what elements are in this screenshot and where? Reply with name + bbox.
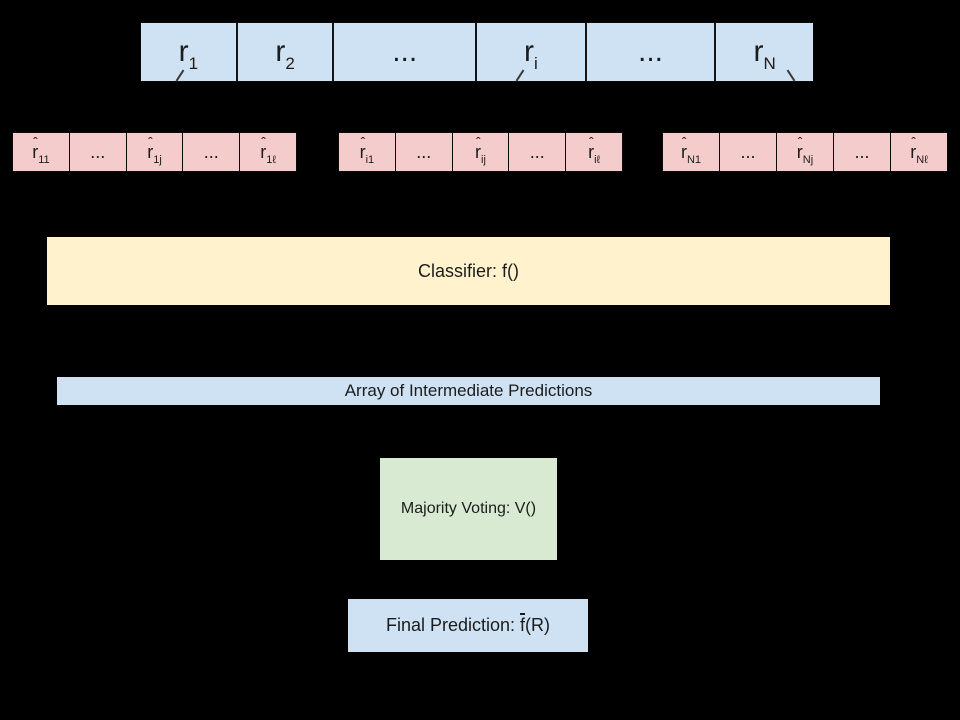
classifier-label: Classifier: f() <box>417 260 519 281</box>
ellipsis-cell: ... <box>332 23 475 81</box>
base-symbol: r <box>475 142 482 162</box>
ellipsis-label: ... <box>392 35 418 68</box>
subscript: 2 <box>285 54 295 73</box>
subscript: iℓ <box>594 154 601 166</box>
ellipsis-label: ... <box>740 142 756 162</box>
ellipsis-label: ... <box>854 142 870 162</box>
final-prediction-box: Final Prediction: f(R) <box>348 599 588 652</box>
hat-accent-icon: ˆ <box>360 134 366 150</box>
subscript: Nj <box>802 154 814 166</box>
hat-accent-icon: ˆ <box>261 134 266 150</box>
subscript: i <box>533 54 538 73</box>
hat-accent-icon: ˆ <box>681 134 687 150</box>
ellipsis-label: ... <box>637 35 663 68</box>
base-symbol: r <box>260 142 267 162</box>
majority-voting-box: Majority Voting: V() <box>380 458 557 560</box>
ellipsis-cell: ... <box>394 133 452 171</box>
subscript: 1j <box>153 154 162 166</box>
subscript: N1 <box>686 154 702 166</box>
base-symbol: r <box>147 142 154 162</box>
base-symbol: r <box>588 142 595 162</box>
base-symbol: r <box>178 35 189 68</box>
final-prediction-f-overline: f <box>520 615 526 636</box>
hat-accent-icon: ˆ <box>589 134 594 150</box>
ellipsis-cell: ... <box>833 133 890 171</box>
ellipsis-cell: ... <box>508 133 565 171</box>
final-prediction-suffix: (R) <box>525 615 551 636</box>
ellipsis-label: ... <box>90 142 106 162</box>
final-prediction-prefix: Final Prediction: <box>385 615 521 636</box>
intermediate-predictions-bar: Array of Intermediate Predictions <box>57 377 880 405</box>
hat-accent-icon: ˆ <box>797 134 803 150</box>
ellipsis-cell: ... <box>68 133 126 171</box>
base-symbol: r <box>275 35 286 68</box>
ellipsis-cell: ... <box>719 133 776 171</box>
subscript: 1 <box>188 54 199 73</box>
hat-accent-icon: ˆ <box>148 134 153 150</box>
classifier-box: Classifier: f() <box>47 237 890 305</box>
ellipsis-label: ... <box>416 142 432 162</box>
final-prediction-label: Final Prediction: f(R) <box>386 615 550 636</box>
base-symbol: r <box>753 35 764 68</box>
subscript: N <box>763 54 776 73</box>
subscript: Nℓ <box>916 154 928 166</box>
base-symbol: r <box>680 142 687 162</box>
base-symbol: r <box>523 35 534 68</box>
ellipsis-label: ... <box>529 142 545 162</box>
base-symbol: r <box>910 142 917 162</box>
majority-voting-label: Majority Voting: V() <box>400 499 537 517</box>
ellipsis-cell: ... <box>182 133 239 171</box>
hat-accent-icon: ˆ <box>476 134 481 150</box>
subscript: i1 <box>365 154 375 166</box>
base-symbol: r <box>796 142 803 162</box>
hat-accent-icon: ˆ <box>911 134 916 150</box>
subscript: ij <box>481 154 486 166</box>
base-symbol: r <box>32 142 39 162</box>
hat-accent-icon: ˆ <box>33 134 38 150</box>
base-symbol: r <box>359 142 366 162</box>
subscript: 11 <box>38 154 50 166</box>
ellipsis-cell: ... <box>584 23 715 81</box>
intermediate-predictions-label: Array of Intermediate Predictions <box>344 381 593 401</box>
subscript: 1ℓ <box>266 154 276 166</box>
ellipsis-label: ... <box>203 142 219 162</box>
